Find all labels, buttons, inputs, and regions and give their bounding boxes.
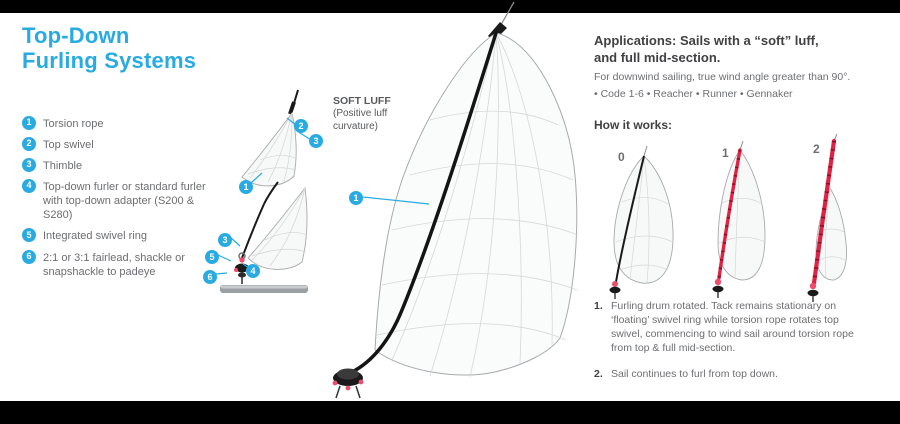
- stage-1-sail-outline: [717, 149, 766, 281]
- legend-item-label: Thimble: [43, 160, 83, 173]
- deck-bar: [220, 285, 308, 293]
- soft-luff-sub-1: (Positive luff: [333, 108, 388, 120]
- detail-head-mesh: [247, 112, 297, 183]
- bottom-black-bar: [0, 401, 900, 424]
- top-black-bar: [0, 0, 900, 13]
- main-furling-drum: [332, 368, 364, 399]
- applications-heading-line-1: Applications: Sails with a “soft” luff,: [594, 33, 819, 48]
- stage-2-mesh: [816, 187, 847, 280]
- title-line-2: Furling Systems: [22, 47, 197, 73]
- stage-label-1: 1: [722, 146, 729, 160]
- stage-1-mesh: [718, 149, 766, 279]
- detail-lower-sail: [241, 186, 308, 270]
- legend-item-fairlead: 6 2:1 or 3:1 fairlead, shackle or snapsh…: [22, 249, 208, 279]
- callout-swivel-ring: 5: [205, 250, 219, 264]
- legend-number-badge: 1: [22, 116, 36, 130]
- step-text: Sail continues to furl from top down.: [611, 368, 778, 380]
- stage-1-halyard: [739, 140, 744, 151]
- step-text: Furling drum rotated. Tack remains stati…: [611, 300, 854, 355]
- callout-thimble-top: 3: [309, 134, 323, 148]
- applications-heading: Applications: Sails with a “soft” luff,a…: [594, 33, 894, 67]
- stage-2-furled-luff: [811, 138, 837, 286]
- legend-item-label: Top-down furler or standard furler with …: [43, 181, 206, 222]
- how-it-works-heading: How it works:: [594, 118, 673, 132]
- stage-0-halyard: [643, 145, 648, 157]
- stage-1-sail: [712, 140, 766, 298]
- main-sail-outline: [374, 32, 578, 376]
- detail-lower-mesh: [251, 187, 308, 267]
- stage-2-halyard: [833, 133, 838, 142]
- stage-0-sail: [609, 145, 674, 299]
- callout-torsion-rope-main: 1: [349, 191, 363, 205]
- how-it-works-step-2: 2. Sail continues to furl from top down.: [594, 367, 862, 381]
- applications-sail-types: • Code 1-6 • Reacher • Runner • Gennaker: [594, 88, 793, 100]
- detail-head-sail: [241, 111, 297, 187]
- main-torsion-rope: [350, 31, 498, 374]
- step-number: 1.: [594, 300, 603, 312]
- main-sail-diagram: [332, 1, 579, 399]
- head-swivel-fitting: [488, 22, 507, 41]
- legend-number-badge: 6: [22, 249, 36, 264]
- detail-top-rope: [288, 89, 299, 115]
- legend-item-furler: 4 Top-down furler or standard furler wit…: [22, 179, 208, 222]
- legend-item-label: 2:1 or 3:1 fairlead, shackle or snapshac…: [43, 251, 185, 278]
- legend-item-label: Top swivel: [43, 139, 94, 152]
- detail-torsion-rope-segment: [263, 181, 279, 205]
- callout-top-swivel: 2: [294, 119, 308, 133]
- legend-number-badge: 2: [22, 137, 36, 152]
- stage-2-sail-outline: [815, 187, 847, 281]
- legend-item-torsion-rope: 1 Torsion rope: [22, 116, 208, 131]
- legend-number-badge: 4: [22, 179, 36, 194]
- stage-1-drum: [712, 278, 724, 298]
- legend-list: 1 Torsion rope 2 Top swivel 3 Thimble 4 …: [22, 116, 208, 286]
- legend-item-label: Torsion rope: [43, 118, 104, 130]
- legend-item-thimble: 3 Thimble: [22, 158, 208, 173]
- how-it-works-step-1: 1. Furling drum rotated. Tack remains st…: [594, 299, 862, 355]
- applications-body: For downwind sailing, true wind angle gr…: [594, 71, 851, 83]
- stage-0-mesh: [615, 155, 674, 284]
- legend-number-badge: 5: [22, 228, 36, 243]
- stage-0-drum: [609, 281, 621, 299]
- stage-label-0: 0: [618, 150, 625, 164]
- legend-item-swivel-ring: 5 Integrated swivel ring: [22, 228, 208, 243]
- step-number: 2.: [594, 368, 603, 380]
- legend-number-badge: 3: [22, 158, 36, 173]
- soft-luff-title: SOFT LUFF: [333, 95, 391, 107]
- title-line-1: Top-Down: [22, 23, 130, 48]
- callout-thimble-bottom: 3: [218, 233, 232, 247]
- stage-1-furl-wraps: [717, 149, 742, 279]
- stage-2-sail: [807, 133, 847, 302]
- stage-label-2: 2: [813, 142, 820, 156]
- applications-heading-line-2: and full mid-section.: [594, 49, 721, 65]
- detail-lower-luff-rope: [241, 203, 265, 259]
- callout-fairlead: 6: [203, 270, 217, 284]
- legend-item-label: Integrated swivel ring: [43, 230, 147, 243]
- stage-0-sail-outline: [613, 155, 674, 284]
- callout-torsion-rope-detail: 1: [239, 180, 253, 194]
- legend-item-top-swivel: 2 Top swivel: [22, 137, 208, 152]
- stage-1-furled-luff: [717, 148, 742, 280]
- soft-luff-label: SOFT LUFF (Positive luff curvature): [333, 95, 417, 133]
- stage-2-furl-wraps: [811, 140, 837, 284]
- callout-furler: 4: [246, 264, 260, 278]
- stage-0-torsion-rope: [615, 155, 645, 283]
- main-sail-mesh: [376, 32, 579, 378]
- soft-luff-sub-2: curvature): [333, 120, 379, 132]
